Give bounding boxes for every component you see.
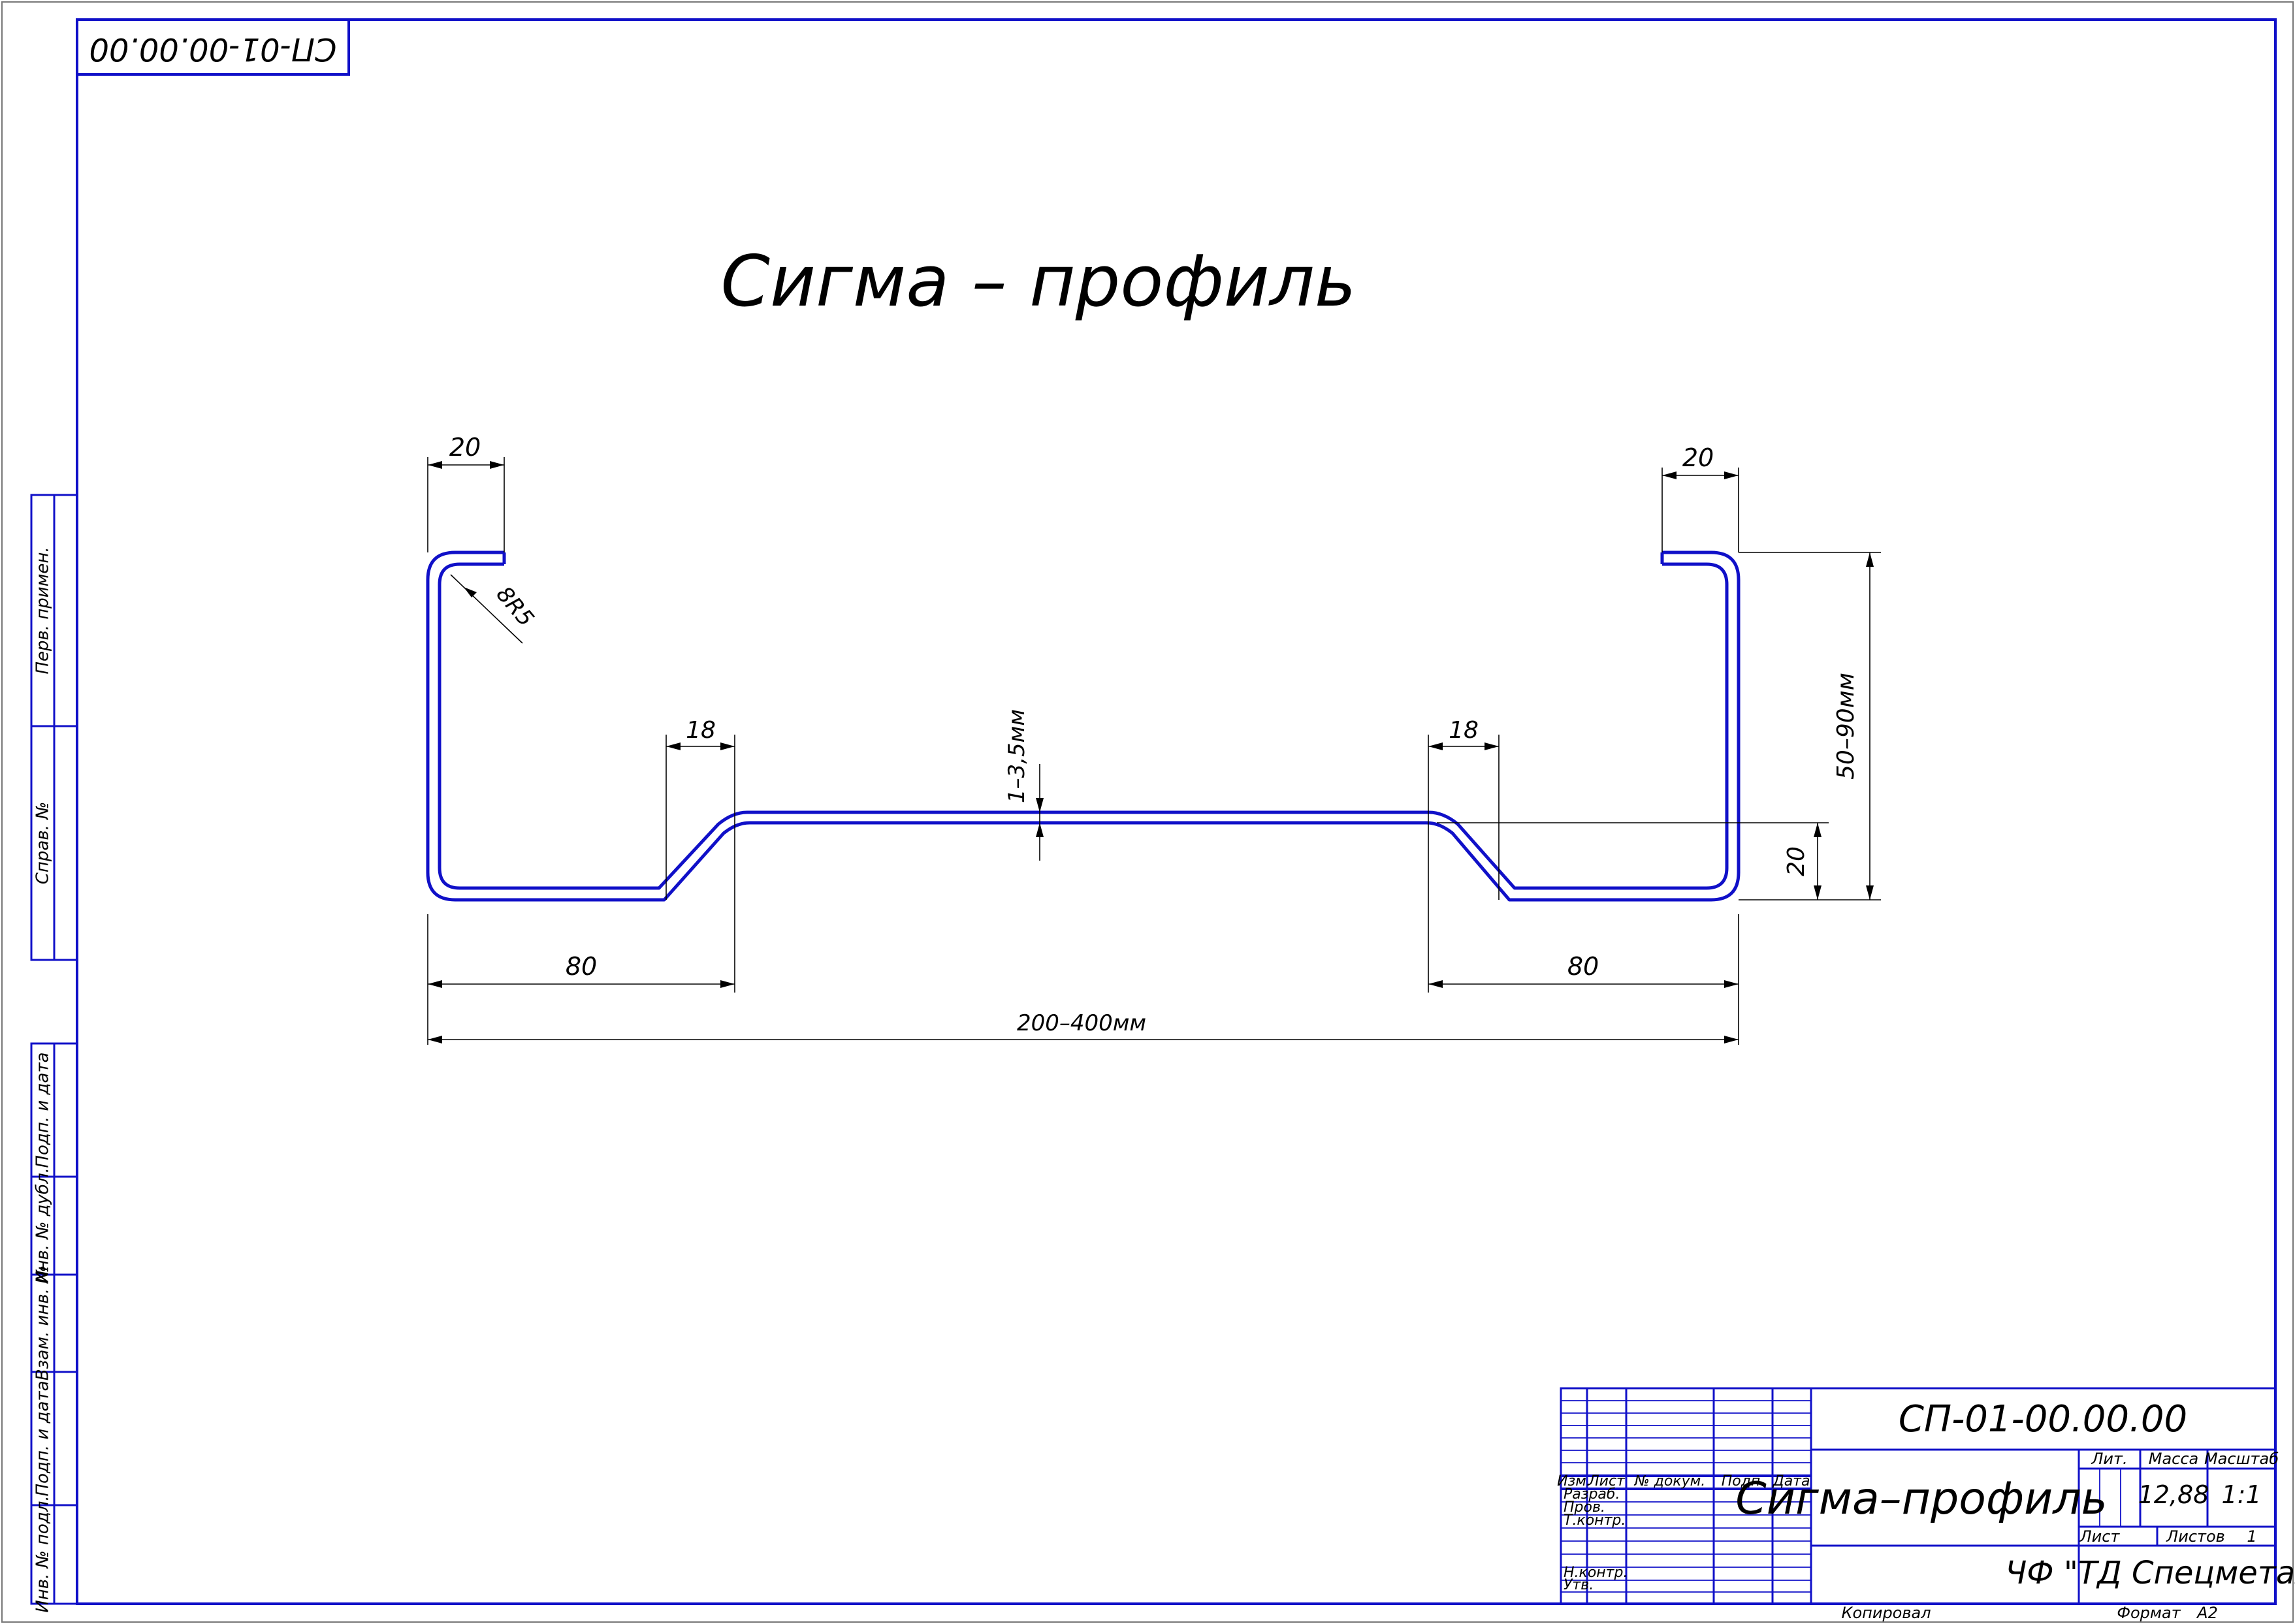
tb-organization: ЧФ "ТД Спецметалл"	[2005, 1555, 2295, 1591]
tb-part-name: Сигма–профиль	[1735, 1473, 2107, 1525]
tb-row-prov: Пров.	[1564, 1499, 1605, 1516]
tb-col-sign: Подп.	[1722, 1473, 1765, 1489]
side-label-podp-data-2: Подп. и дата	[33, 1380, 53, 1496]
profile-outer-outline	[426, 550, 1741, 902]
tb-format-value: A2	[2196, 1604, 2218, 1622]
side-label-perv-primen: Перв. примен.	[33, 547, 53, 674]
side-label-sprav: Справ. №	[33, 802, 53, 884]
tb-sheets-value: 1	[2247, 1527, 2256, 1546]
tb-format-label: Формат	[2117, 1604, 2181, 1622]
side-labels: Перв. примен. Справ. № Подп. и дата Инв.…	[33, 547, 53, 1612]
tb-lit-label: Лит.	[2091, 1450, 2127, 1468]
side-label-podp-data-1: Подп. и дата	[33, 1052, 53, 1168]
tb-scale-label: Масштаб	[2204, 1450, 2279, 1468]
tb-row-nkontr: Н.контр.	[1564, 1565, 1628, 1581]
tb-copied: Копировал	[1841, 1604, 1931, 1622]
tb-mass-value: 12,88	[2138, 1480, 2209, 1509]
tb-col-doc: № докум.	[1634, 1473, 1705, 1489]
tb-doc-code: СП-01-00.00.00	[1899, 1398, 2187, 1441]
tb-mass-label: Масса	[2149, 1450, 2199, 1468]
tb-scale-value: 1:1	[2221, 1480, 2261, 1509]
dim-radius: 8R5	[491, 581, 539, 631]
profile-inner-outline	[438, 562, 1729, 890]
side-label-inv-podl: Инв. № подл.	[33, 1495, 53, 1612]
tb-row-razrab: Разраб.	[1564, 1486, 1620, 1503]
dim-thickness: 1–3,5мм	[1004, 709, 1030, 803]
dim-left-slope: 18	[686, 717, 716, 744]
dim-step: 20	[1783, 846, 1810, 876]
corner-doc-code: СП-01-00.00.00	[89, 31, 336, 67]
dimension-lines	[427, 457, 1881, 1045]
title-block: СП-01-00.00.00 Сигма–профиль Изм. Лист №…	[1557, 1387, 2295, 1622]
dim-right-flange: 20	[1682, 443, 1714, 472]
tb-sheets-label: Листов	[2166, 1527, 2225, 1546]
side-column	[30, 494, 78, 1605]
tb-col-date: Дата	[1773, 1473, 1810, 1489]
sigma-profile	[426, 550, 1741, 902]
dim-height: 50–90мм	[1833, 673, 1859, 780]
dim-width: 200–400мм	[1017, 1010, 1146, 1036]
tb-col-list: Лист	[1588, 1473, 1626, 1489]
tb-col-izm: Изм.	[1557, 1473, 1591, 1489]
dimension-arrows	[428, 461, 1874, 1043]
tb-row-utv: Утв.	[1564, 1577, 1594, 1593]
corner-code-box: СП-01-00.00.00	[76, 18, 350, 76]
dim-left-bottom: 80	[566, 952, 597, 981]
dim-right-bottom: 80	[1567, 952, 1599, 981]
drawing-title: Сигма – профиль	[720, 241, 1356, 323]
side-label-inv-dubl: Инв. № дубл.	[33, 1168, 53, 1284]
tb-row-tkontr: Т.контр.	[1564, 1512, 1626, 1529]
side-label-vzam-inv: Взам. инв. №	[33, 1266, 53, 1381]
dim-right-slope: 18	[1449, 717, 1479, 744]
tb-sheet-label: Лист	[2079, 1527, 2121, 1546]
dimension-texts: 20 20 8R5 18 18 1–3,5мм 50–90мм 20 80 80…	[449, 433, 1859, 1036]
dim-left-flange: 20	[449, 433, 481, 462]
